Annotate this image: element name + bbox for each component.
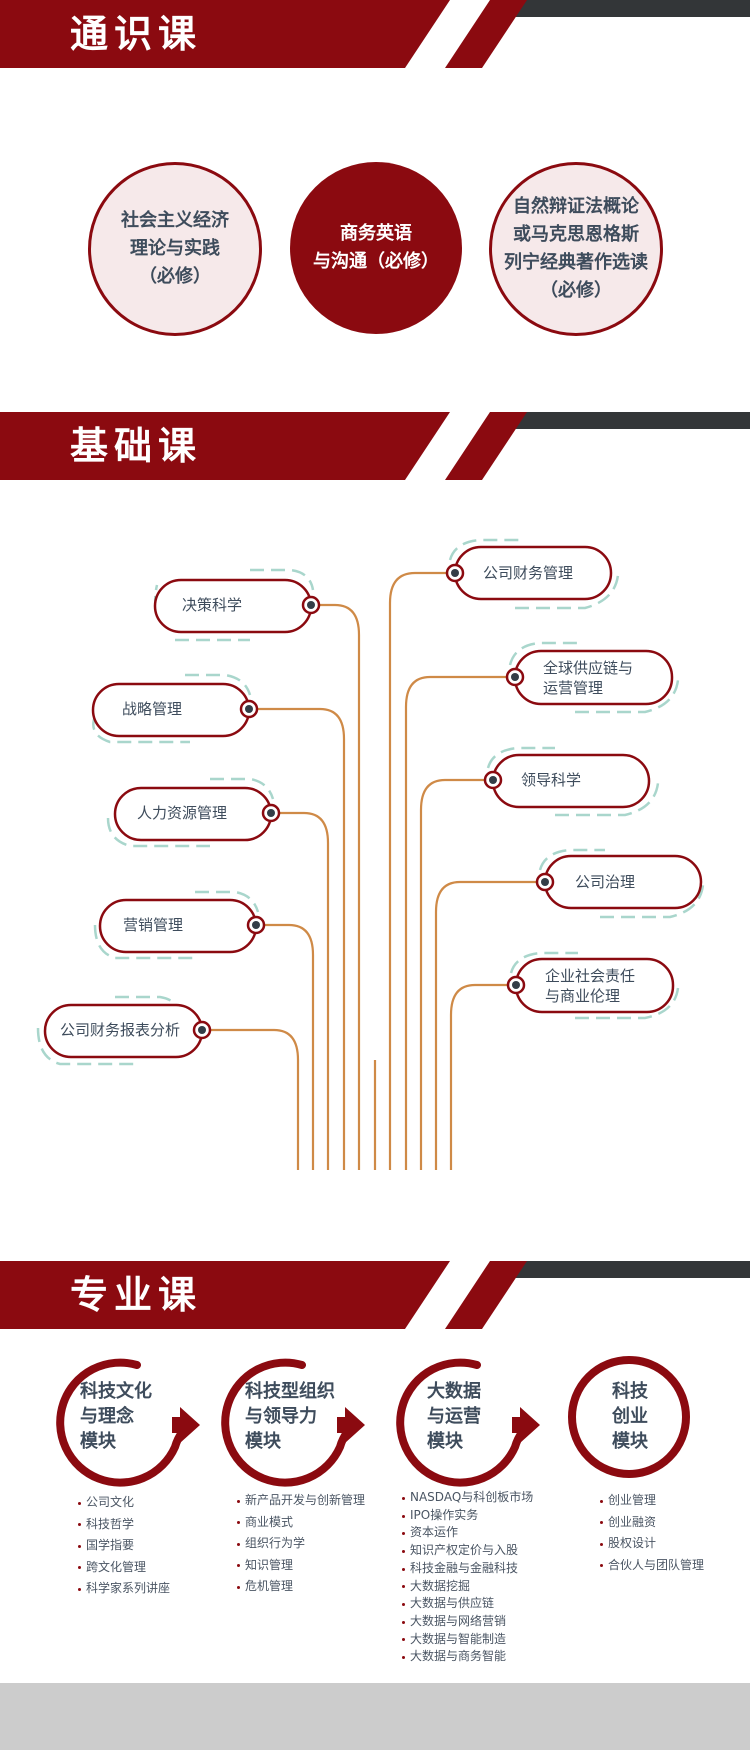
banner-shapes (0, 0, 750, 68)
list-item: 股权设计 (600, 1533, 704, 1555)
course-line: 或马克思恩格斯 (513, 224, 639, 245)
list-item: 危机管理 (237, 1576, 365, 1598)
section-banner-general: 通识课 (0, 0, 750, 68)
banner-shapes (0, 1261, 750, 1329)
connector-lines (202, 571, 545, 1170)
module-title-entrepreneurship: 科技 创业 模块 (612, 1381, 648, 1452)
left-node-decision-science (153, 568, 315, 642)
module-title-big-data: 大数据 与运营 模块 (427, 1381, 481, 1452)
section-title: 专业课 (70, 1273, 203, 1317)
list-item: 资本运作 (402, 1524, 533, 1542)
footer-band (0, 1683, 750, 1750)
list-item: 跨文化管理 (78, 1557, 170, 1579)
right-node-leadership (486, 746, 660, 817)
list-item: 新产品开发与创新管理 (237, 1490, 365, 1512)
node-label-strategy: 战略管理 (122, 700, 183, 718)
section-title: 通识课 (70, 12, 203, 56)
list-item: 大数据与网络营销 (402, 1613, 533, 1631)
list-item: 知识管理 (237, 1555, 365, 1577)
list-item: 创业融资 (600, 1512, 704, 1534)
module-title-tech-org: 科技型组织 与领导力 模块 (245, 1381, 335, 1452)
module-list-big-data: NASDAQ与科创板市场 IPO操作实务 资本运作 知识产权定价与入股 科技金融… (402, 1489, 533, 1666)
module-rings (56, 1356, 690, 1487)
module-list-tech-culture: 公司文化 科技哲学 国学指要 跨文化管理 科学家系列讲座 (78, 1492, 170, 1600)
list-item: 组织行为学 (237, 1533, 365, 1555)
course-line: （必修） (540, 280, 612, 301)
list-item: 公司文化 (78, 1492, 170, 1514)
module-list-tech-org: 新产品开发与创新管理 商业模式 组织行为学 知识管理 危机管理 (237, 1490, 365, 1598)
list-item: 商业模式 (237, 1512, 365, 1534)
banner-shapes (0, 412, 750, 480)
section-banner-foundation: 基础课 (0, 412, 750, 480)
node-label-marketing: 营销管理 (123, 916, 184, 934)
left-node-marketing (93, 890, 260, 960)
section-banner-professional: 专业课 (0, 1261, 750, 1329)
left-node-hr (106, 777, 275, 848)
course-circle-socialist-economy: 社会主义经济 理论与实践 （必修） (88, 162, 262, 336)
arrow-right-icon (172, 1407, 540, 1443)
list-item: 科技哲学 (78, 1514, 170, 1536)
course-line: 商务英语 (340, 223, 412, 244)
module-list-entrepreneurship: 创业管理 创业融资 股权设计 合伙人与团队管理 (600, 1490, 704, 1576)
list-item: 创业管理 (600, 1490, 704, 1512)
list-item: NASDAQ与科创板市场 (402, 1489, 533, 1507)
list-item: 大数据与供应链 (402, 1595, 533, 1613)
right-node-corporate-finance (448, 538, 620, 610)
list-item: 大数据挖掘 (402, 1578, 533, 1596)
node-label-leadership: 领导科学 (521, 771, 582, 789)
list-item: 大数据与商务智能 (402, 1648, 533, 1666)
course-line: 与沟通（必修） (313, 251, 439, 272)
node-label-supply-chain: 全球供应链与运营管理 (543, 659, 634, 697)
course-circle-dialectics: 自然辩证法概论 或马克思恩格斯 列宁经典著作选读 （必修） (489, 162, 663, 336)
course-line: 社会主义经济 (121, 210, 229, 231)
course-line: （必修） (139, 266, 211, 287)
node-label-csr: 企业社会责任与商业伦理 (545, 967, 636, 1005)
node-label-hr: 人力资源管理 (137, 804, 228, 822)
list-item: 科技金融与金融科技 (402, 1560, 533, 1578)
node-dot-icons (192, 563, 555, 1040)
right-node-csr (509, 951, 680, 1020)
course-line: 理论与实践 (130, 238, 220, 259)
section-title: 基础课 (70, 424, 203, 468)
module-title-tech-culture: 科技文化 与理念 模块 (80, 1381, 152, 1452)
right-node-supply-chain (508, 641, 680, 714)
course-line: 列宁经典著作选读 (504, 252, 648, 273)
list-item: 大数据与智能制造 (402, 1631, 533, 1649)
node-label-governance: 公司治理 (575, 873, 636, 891)
list-item: 知识产权定价与入股 (402, 1542, 533, 1560)
node-label-corporate-finance: 公司财务管理 (483, 564, 574, 582)
list-item: 国学指要 (78, 1535, 170, 1557)
list-item: 合伙人与团队管理 (600, 1555, 704, 1577)
course-tree-diagram (36, 538, 705, 1170)
node-label-decision-science: 决策科学 (182, 596, 243, 614)
course-line: 自然辩证法概论 (513, 196, 639, 217)
list-item: IPO操作实务 (402, 1507, 533, 1525)
node-label-financial-statements: 公司财务报表分析 (60, 1021, 181, 1039)
list-item: 科学家系列讲座 (78, 1578, 170, 1600)
course-circle-business-english: 商务英语 与沟通（必修） (290, 162, 462, 334)
